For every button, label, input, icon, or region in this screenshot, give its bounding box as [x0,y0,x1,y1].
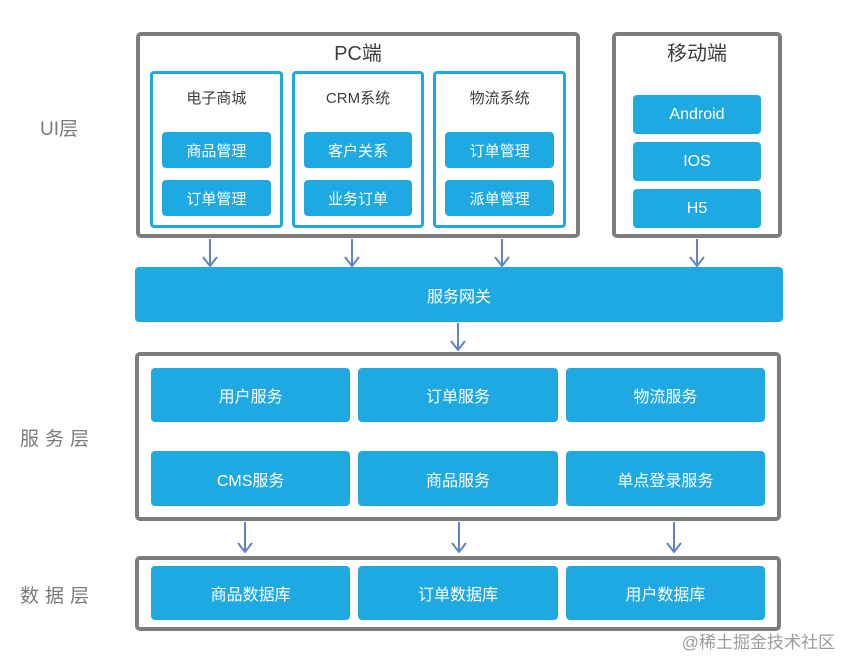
service-block-sso: 单点登录服务 [565,451,765,506]
down-arrow-icon [450,323,466,351]
module-block: 业务订单 [303,180,413,216]
module-block: 订单管理 [162,180,271,216]
module-block: 订单管理 [445,132,555,168]
down-arrow-icon [494,239,510,267]
subsystem-title: 物流系统 [469,90,530,107]
platform-block-h5: H5 [633,189,761,228]
database-block-user: 用户数据库 [565,566,765,620]
service-block-cms: CMS服务 [151,451,351,506]
pc-group-box: PC端 电子商城 商品管理 订单管理 CRM系统 客户关系 业务订单 物流系统 … [136,32,580,238]
down-arrow-icon [344,239,360,267]
down-arrow-icon [237,522,253,553]
data-layer-label: 数据层 [20,586,96,607]
mobile-group-title: 移动端 [667,43,727,65]
service-block-order: 订单服务 [358,368,558,422]
service-gateway-bar: 服务网关 [135,267,783,322]
database-block-order: 订单数据库 [358,566,558,620]
service-layer-box: 用户服务 订单服务 物流服务 CMS服务 商品服务 单点登录服务 [135,352,781,521]
platform-block-android: Android [633,95,761,134]
mobile-group-box: 移动端 Android IOS H5 [612,32,782,238]
mobile-platforms: Android IOS H5 [616,95,778,228]
module-block: 客户关系 [303,132,413,168]
subsystem-box-crm: CRM系统 客户关系 业务订单 [291,71,425,228]
subsystem-title: CRM系统 [325,90,391,107]
subsystem-box-logistics: 物流系统 订单管理 派单管理 [433,71,567,228]
down-arrow-icon [202,239,218,267]
pc-group-title: PC端 [334,43,382,65]
down-arrow-icon [451,522,467,553]
watermark-text: @稀土掘金技术社区 [681,633,835,652]
service-block-product: 商品服务 [358,451,558,506]
ui-layer-label: UI层 [40,119,79,140]
module-block: 商品管理 [162,132,271,168]
data-layer-box: 商品数据库 订单数据库 用户数据库 [135,556,781,631]
database-block-product: 商品数据库 [151,566,351,620]
service-block-logistics: 物流服务 [565,368,765,422]
subsystem-box-mall: 电子商城 商品管理 订单管理 [150,71,283,228]
platform-block-ios: IOS [633,142,761,181]
module-block: 派单管理 [445,180,555,216]
down-arrow-icon [689,239,705,267]
pc-subsystems: 电子商城 商品管理 订单管理 CRM系统 客户关系 业务订单 物流系统 订单管理… [150,71,567,228]
down-arrow-icon [666,522,682,553]
service-layer-label: 服务层 [20,429,96,450]
service-block-user: 用户服务 [151,368,351,422]
subsystem-title: 电子商城 [186,90,247,107]
